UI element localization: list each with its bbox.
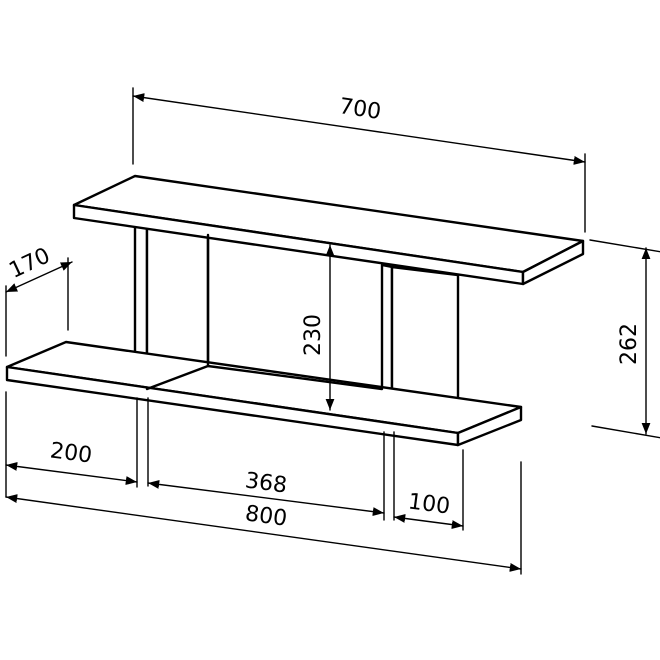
dimension-200: 200	[5, 391, 138, 498]
dimension-100: 100	[393, 431, 464, 531]
dimension-230: 230	[301, 244, 335, 411]
dimension-368: 368	[147, 397, 385, 521]
dimension-170: 170	[5, 243, 73, 357]
depth-label: 170	[5, 243, 54, 283]
dimension-262: 262	[589, 239, 660, 439]
inner-width-label: 368	[244, 468, 289, 498]
dimension-700: 700	[132, 87, 586, 233]
top-shelf-end	[521, 239, 585, 286]
shelf-body	[5, 174, 585, 447]
dimension-800: 800	[5, 461, 522, 575]
left-overhang-label: 200	[49, 438, 94, 468]
top-length-label: 700	[337, 94, 382, 125]
total-height-label: 262	[617, 323, 642, 365]
bottom-shelf-end	[456, 405, 523, 447]
total-length-label: 800	[244, 501, 289, 531]
right-overhang-label: 100	[407, 489, 452, 519]
inner-height-label: 230	[301, 314, 326, 356]
